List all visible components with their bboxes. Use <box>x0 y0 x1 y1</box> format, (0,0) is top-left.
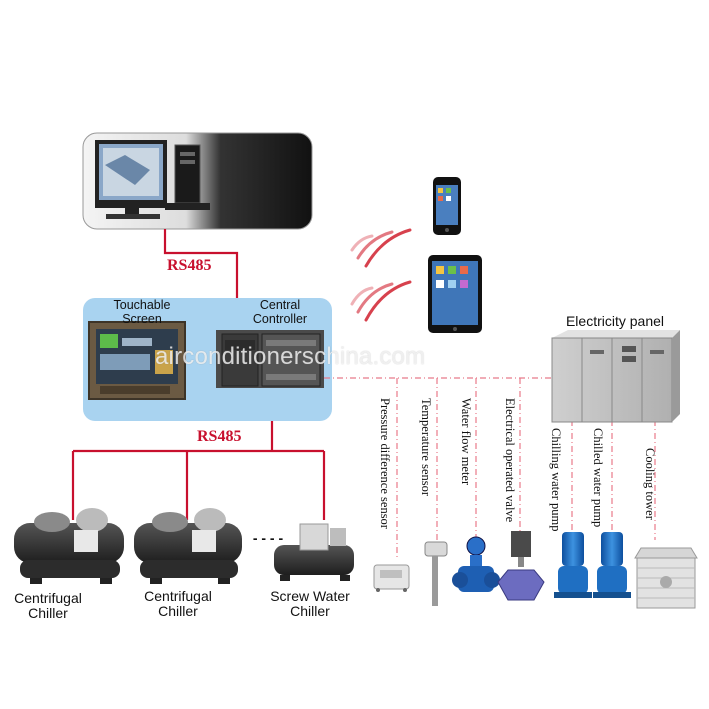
control-cabinet-panel <box>83 298 332 421</box>
cooling-tower-device <box>634 547 698 609</box>
electric-valve-device <box>497 531 545 601</box>
computer-workstation <box>82 132 313 230</box>
chiller-3-label: Screw Water Chiller <box>270 588 350 620</box>
chilling-pump-label: Chilling water pump <box>549 428 563 532</box>
centrifugal-chiller-1 <box>14 508 124 584</box>
central-controller-label: Central Controller <box>252 298 308 326</box>
cooling-tower-label: Cooling tower <box>643 448 657 520</box>
chilled-pump-label: Chilled water pump <box>591 428 605 528</box>
screw-water-chiller <box>274 523 354 581</box>
electricity-panel-cabinet <box>551 330 680 423</box>
pressure-sensor-device <box>373 564 410 592</box>
temperature-sensor-device <box>424 541 448 606</box>
signal-lines <box>324 377 656 560</box>
temperature-sensor-label: Temperature sensor <box>419 398 433 497</box>
water-flow-meter-label: Water flow meter <box>459 398 473 486</box>
wireless-signal-icon <box>350 228 412 322</box>
rs485-top-label: RS485 <box>167 257 212 274</box>
electricity-panel-label: Electricity panel <box>565 313 665 329</box>
chiller-2-label: Centrifugal Chiller <box>144 588 212 620</box>
electrical-valve-label: Electrical operated valve <box>503 398 517 523</box>
smartphone-icon <box>433 177 461 235</box>
chiller-1-label: Centrifugal Chiller <box>14 590 82 622</box>
chilled-water-pump-device <box>593 532 631 598</box>
tablet-icon <box>428 255 482 333</box>
water-flow-meter-device <box>452 536 500 592</box>
watermark: airconditionerschina.com <box>155 343 426 370</box>
rs485-bottom-label: RS485 <box>197 428 242 445</box>
ellipsis-label: - - - - <box>252 530 284 546</box>
touch-screen-label: Touchable Screen <box>113 298 171 326</box>
chilling-water-pump-device <box>554 532 592 598</box>
pressure-sensor-label: Pressure difference sensor <box>378 398 392 529</box>
centrifugal-chiller-2 <box>134 508 242 584</box>
